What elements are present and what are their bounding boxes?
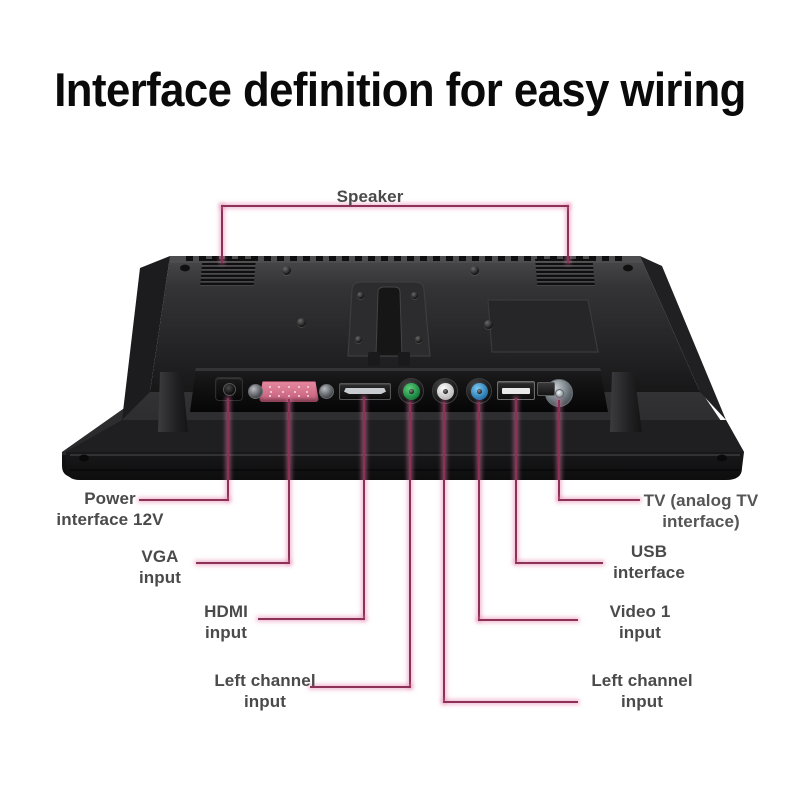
speaker-grille-left — [199, 259, 257, 287]
hdmi-icon — [339, 383, 391, 400]
rear-screw-3 — [297, 318, 306, 327]
rear-shell-left-side — [122, 256, 170, 420]
leader-left-channel-2-vertical — [443, 402, 445, 702]
rca-jack-green-icon — [398, 378, 424, 404]
vga-screw-post-left — [248, 384, 263, 399]
rear-screw-2 — [470, 266, 479, 275]
leader-left-channel-1-horizontal — [310, 686, 411, 688]
dc-barrel-jack-icon — [215, 377, 243, 401]
leader-video1-horizontal — [478, 619, 578, 621]
leader-left-channel-2-horizontal — [443, 701, 578, 703]
callout-label-usb: USB interface — [613, 542, 685, 582]
callout-label-speaker: Speaker — [336, 187, 404, 206]
vesa-screw-tl — [357, 292, 364, 299]
leader-vga-horizontal — [196, 562, 290, 564]
leader-left-channel-1-vertical — [409, 402, 411, 687]
screw-hole-bottom-right — [717, 454, 727, 462]
leader-speaker-bracket — [221, 205, 569, 207]
stand-hinge-left — [368, 352, 380, 366]
screw-hole-top-left — [180, 264, 190, 272]
vesa-slot — [375, 286, 403, 357]
leader-hdmi-horizontal — [258, 618, 365, 620]
callout-label-left-channel-1: Left channel input — [214, 671, 316, 711]
io-strip-highlight — [195, 368, 601, 371]
recessed-panel — [487, 299, 599, 353]
leader-power-horizontal — [139, 499, 229, 501]
stand-hinge-right — [398, 352, 410, 366]
screw-hole-bottom-left — [79, 454, 89, 462]
vesa-screw-bl — [355, 336, 362, 343]
stand-leg-left — [158, 372, 188, 432]
callout-label-power: Power interface 12V — [56, 489, 164, 529]
vga-screw-post-right — [319, 384, 334, 399]
leader-hdmi-vertical — [363, 397, 365, 619]
leader-power-vertical — [227, 398, 229, 500]
vesa-screw-br — [415, 336, 422, 343]
leader-tv-horizontal — [558, 499, 640, 501]
leader-video1-vertical — [478, 402, 480, 620]
rca-jack-white-icon — [432, 378, 458, 404]
leader-tv-vertical — [558, 400, 560, 499]
callout-label-hdmi: HDMI input — [204, 602, 248, 642]
callout-label-video1: Video 1 input — [609, 602, 671, 642]
callout-label-tv: TV (analog TV interface) — [643, 491, 759, 531]
leader-usb-horizontal — [515, 562, 603, 564]
speaker-grille-right — [534, 259, 596, 287]
page-title: Interface definition for easy wiring — [54, 63, 746, 116]
front-slab-top — [66, 420, 744, 452]
leader-speaker-left — [221, 205, 223, 263]
screw-hole-top-right — [623, 264, 633, 272]
leader-vga-vertical — [288, 399, 290, 563]
vesa-screw-tr — [411, 292, 418, 299]
rear-screw-4 — [484, 320, 493, 329]
callout-label-left-channel-2: Left channel input — [591, 671, 693, 711]
rear-screw-1 — [282, 266, 291, 275]
leader-speaker-right — [567, 205, 569, 263]
callout-label-vga: VGA input — [138, 547, 182, 587]
rca-jack-blue-icon — [466, 378, 492, 404]
top-vent-notches — [186, 256, 622, 261]
rear-shell-right-side — [640, 256, 726, 420]
stand-leg-right — [610, 372, 642, 432]
leader-usb-vertical — [515, 398, 517, 562]
